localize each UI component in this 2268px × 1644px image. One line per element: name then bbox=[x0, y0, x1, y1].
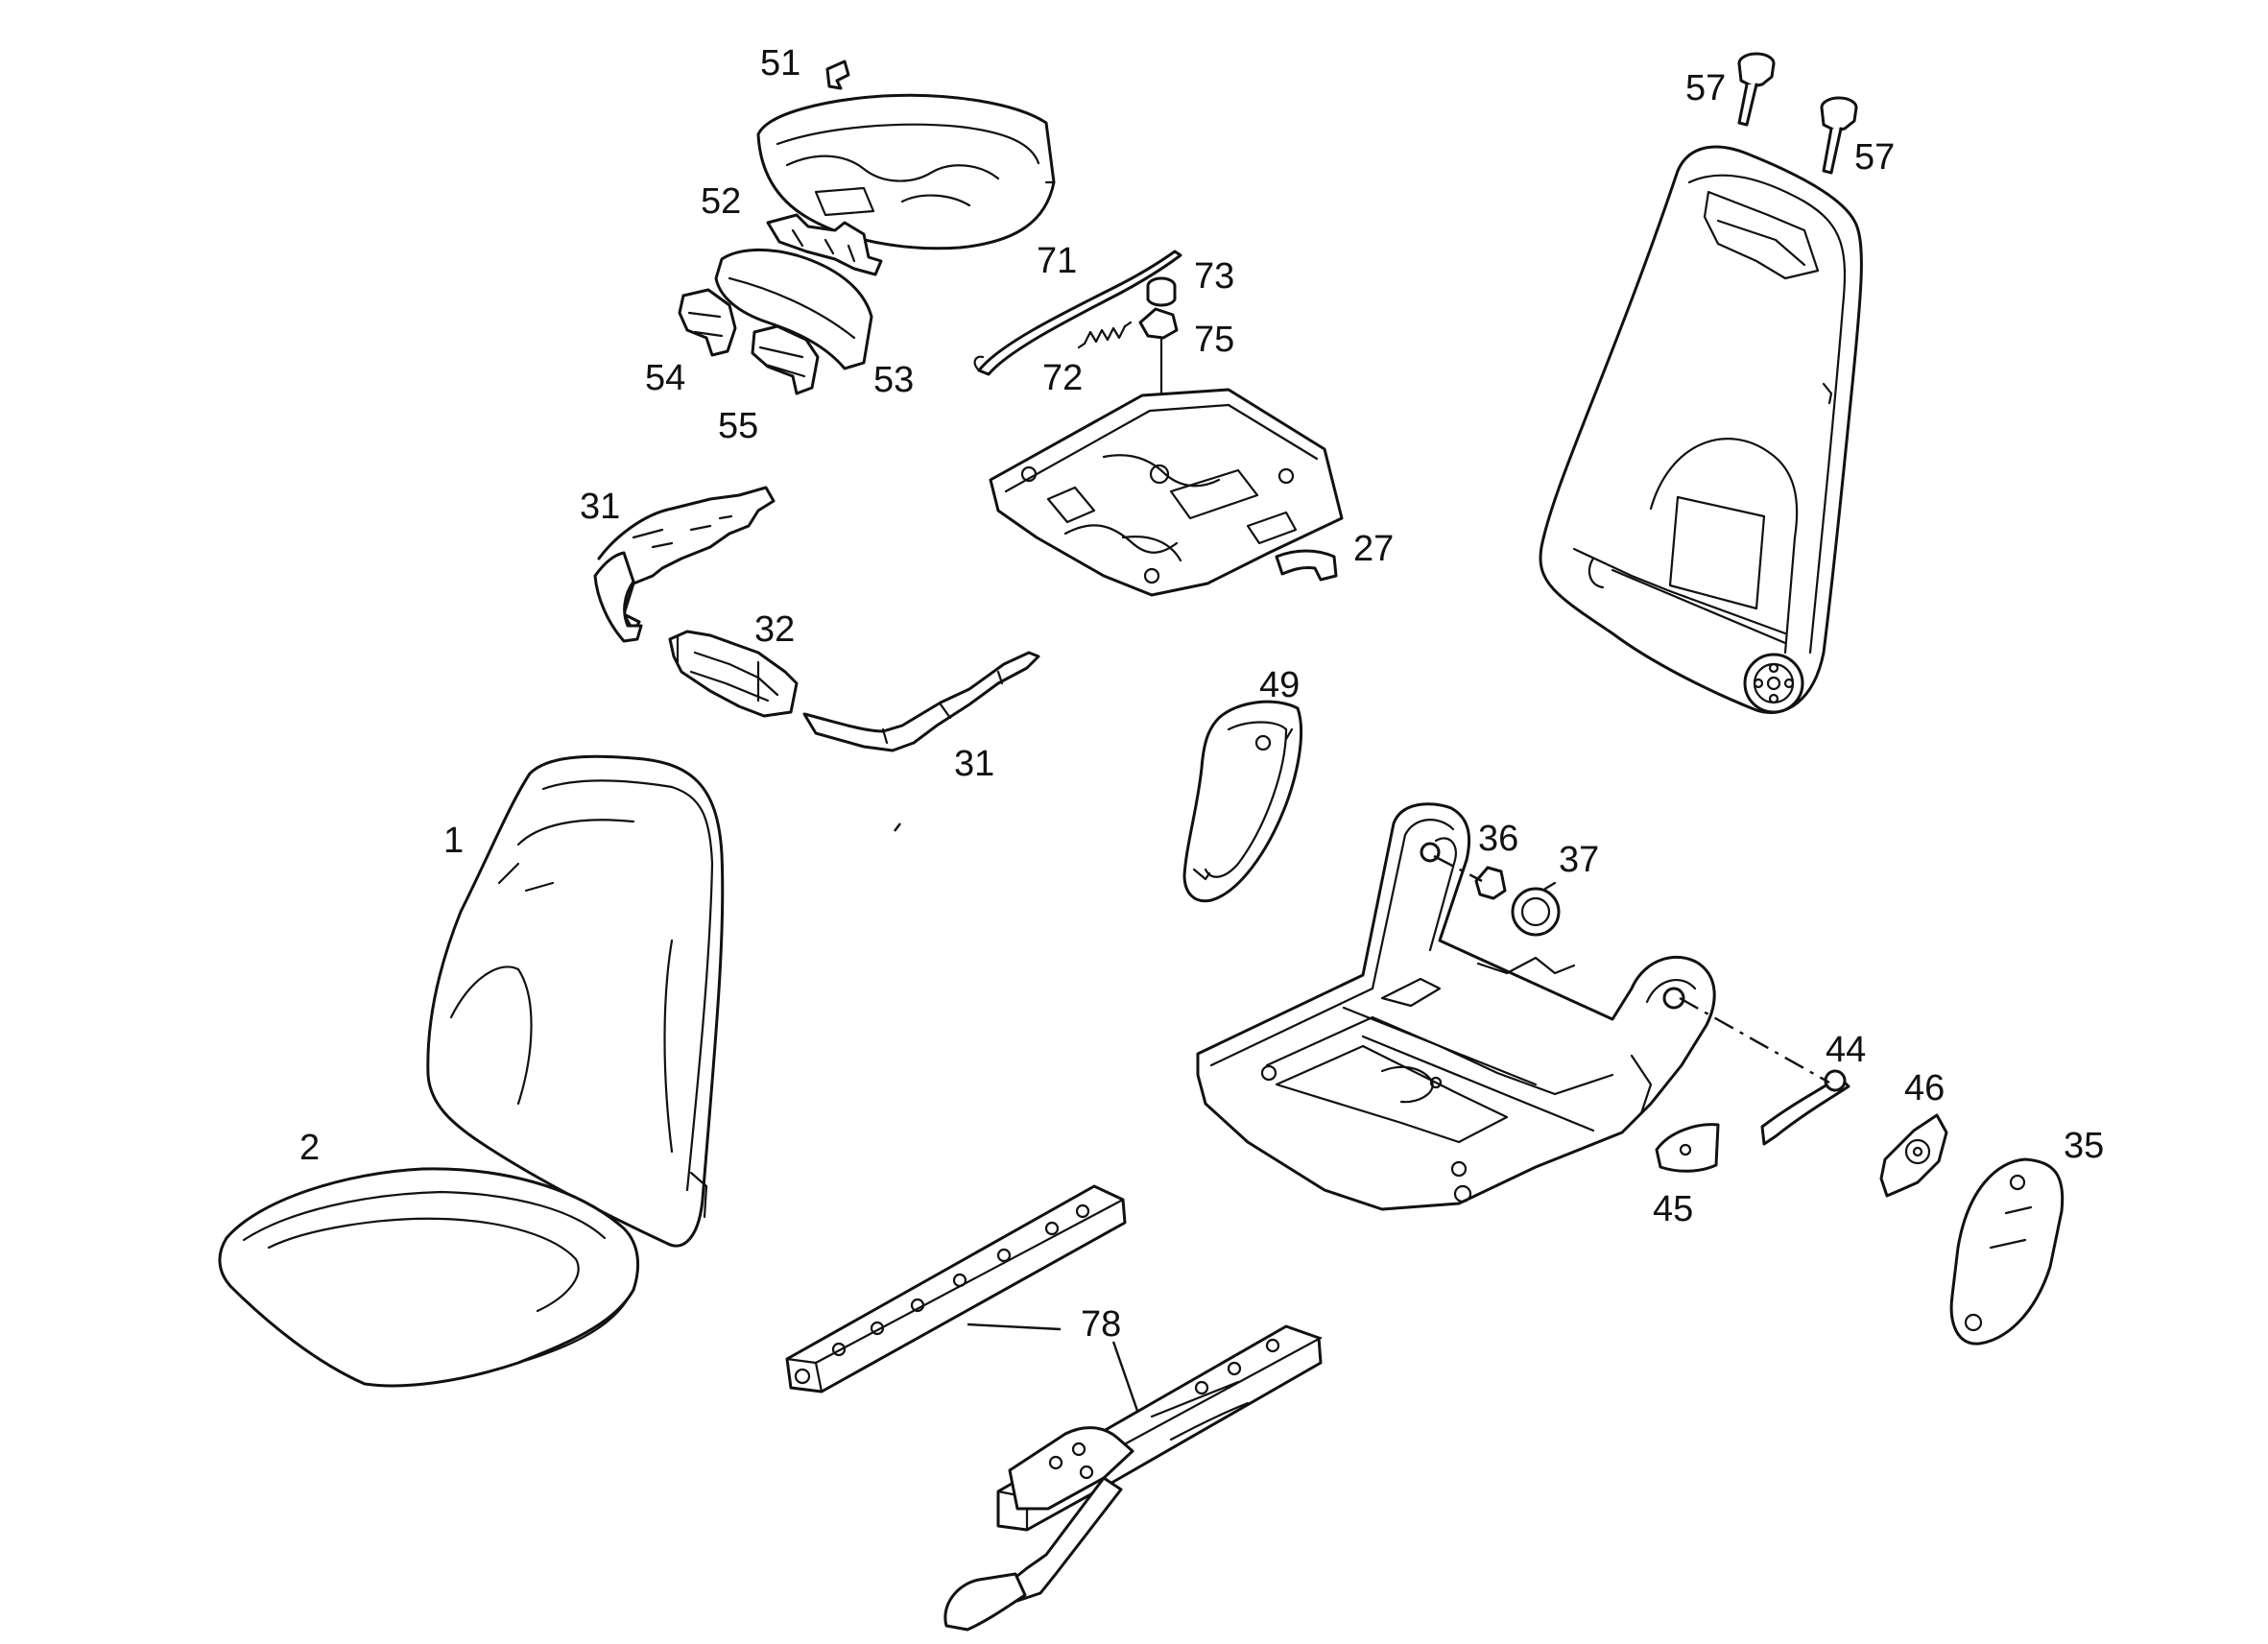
callout-37: 37 bbox=[1559, 840, 1599, 880]
part-52-bracket bbox=[766, 213, 883, 276]
part-78-seat-rail-right bbox=[943, 1324, 1323, 1632]
part-49-side-cover bbox=[1182, 700, 1303, 903]
callout-73: 73 bbox=[1194, 256, 1234, 297]
callout-55: 55 bbox=[718, 406, 758, 446]
callout-35: 35 bbox=[2064, 1126, 2104, 1166]
callout-27: 27 bbox=[1353, 529, 1394, 569]
callout-2: 2 bbox=[299, 1128, 320, 1168]
callout-57-a: 57 bbox=[1685, 68, 1726, 108]
callout-51: 51 bbox=[760, 43, 800, 83]
part-31-side-frame-upper bbox=[593, 486, 776, 643]
part-45-trim bbox=[1655, 1123, 1720, 1173]
axis-lines bbox=[1433, 854, 1830, 1084]
part-1-backrest-cushion bbox=[426, 754, 725, 1248]
part-37-knob bbox=[1511, 881, 1561, 937]
part-73-cap bbox=[1146, 276, 1177, 307]
part-32-bracket bbox=[668, 630, 799, 718]
callout-1: 1 bbox=[443, 821, 464, 861]
callout-31-lower: 31 bbox=[954, 744, 994, 784]
part-53-shell bbox=[714, 248, 873, 370]
callout-72: 72 bbox=[1042, 358, 1083, 398]
part-51-clip bbox=[825, 60, 850, 90]
part-55-guide bbox=[751, 324, 820, 395]
part-71-rod bbox=[973, 250, 1182, 376]
part-57-screw-b bbox=[1820, 96, 1858, 175]
callout-52: 52 bbox=[701, 181, 741, 222]
seat-back-frame bbox=[1539, 145, 1863, 714]
callout-labels: 51 52 53 54 55 71 72 73 75 27 31 32 31 5… bbox=[299, 43, 2104, 1345]
seat-pan-upper bbox=[756, 93, 1056, 250]
part-54-guide bbox=[678, 288, 737, 357]
callout-36: 36 bbox=[1478, 819, 1518, 859]
callout-71: 71 bbox=[1037, 241, 1077, 281]
part-27-hook bbox=[1275, 549, 1338, 582]
part-35-side-cover bbox=[1949, 1157, 2065, 1346]
part-2-seat-cushion bbox=[218, 1167, 640, 1388]
callout-57-b: 57 bbox=[1854, 137, 1895, 178]
callout-45: 45 bbox=[1653, 1189, 1693, 1229]
part-72-spring bbox=[1077, 321, 1133, 349]
callout-49: 49 bbox=[1259, 665, 1300, 705]
part-46-plate bbox=[1879, 1113, 1948, 1198]
callout-54: 54 bbox=[645, 358, 685, 398]
callout-31-upper: 31 bbox=[580, 487, 620, 527]
callout-75: 75 bbox=[1194, 320, 1234, 360]
callout-53: 53 bbox=[873, 360, 914, 400]
seat-lower-frame bbox=[1196, 802, 1716, 1211]
callout-32: 32 bbox=[754, 609, 795, 650]
leader-lines bbox=[894, 822, 1139, 1412]
callout-46: 46 bbox=[1904, 1068, 1945, 1108]
part-44-lever bbox=[1760, 1069, 1850, 1146]
callout-44: 44 bbox=[1826, 1030, 1866, 1070]
part-57-screw-a bbox=[1737, 52, 1776, 127]
callout-78: 78 bbox=[1081, 1304, 1121, 1345]
part-31-side-frame-lower bbox=[802, 651, 1040, 752]
part-36-clip bbox=[1474, 866, 1507, 900]
part-78-seat-rail-left bbox=[785, 1184, 1127, 1394]
seat-base-plate bbox=[989, 388, 1344, 597]
